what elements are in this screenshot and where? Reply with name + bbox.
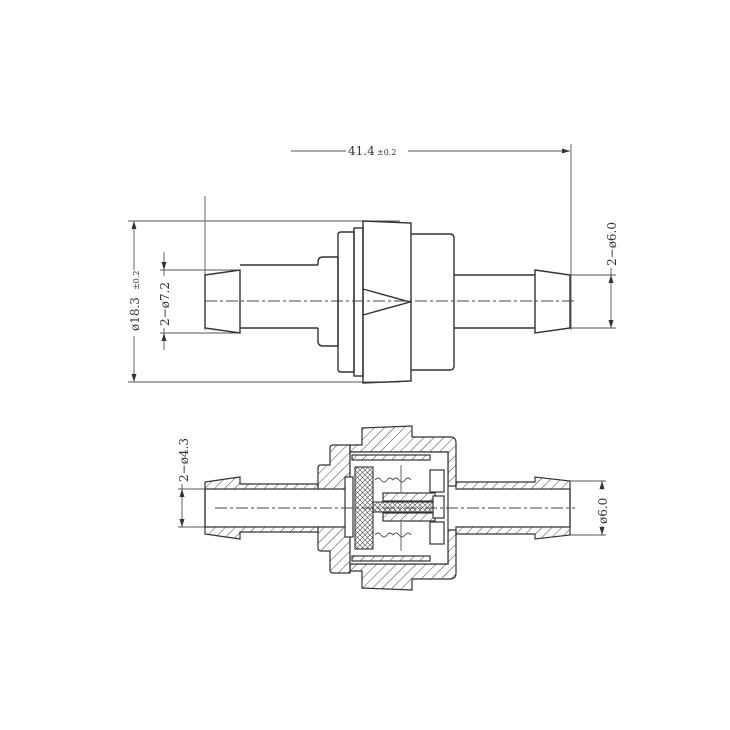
right-tube-wall-top [455, 476, 571, 490]
spring-top [374, 477, 412, 483]
outlet-port-top [429, 469, 445, 493]
outlet-port-bottom [429, 521, 445, 545]
left-tube-wall-bottom [204, 526, 319, 540]
body-diameter-value: ø18.3 [128, 297, 142, 331]
spring-guide-top [382, 492, 436, 502]
left-collar [337, 231, 355, 373]
left-hub-bottom [317, 526, 351, 574]
right-barb-label: 2−ø6.0 [605, 222, 619, 266]
left-tube [240, 264, 318, 329]
right-barb [534, 269, 571, 334]
dim-right-section: ø6.0 [570, 480, 610, 536]
collar-ring [353, 227, 364, 377]
seat-ring [344, 476, 354, 538]
dim-body-diameter: ø18.3 ±0.2 [127, 220, 400, 383]
valve-stem [372, 501, 437, 513]
spring-bottom [374, 532, 412, 538]
left-hub-top [317, 444, 351, 490]
flow-direction-arrow [362, 288, 413, 316]
overall-length-value: 41.4 [348, 144, 375, 158]
section-view: 2−ø4.3 ø6.0 [175, 425, 610, 591]
body-diameter-tolerance: ±0.2 [132, 271, 141, 290]
left-barb [204, 269, 241, 334]
bore-ends [204, 489, 571, 527]
right-body [411, 233, 455, 371]
right-tube-wall-bottom [455, 526, 571, 540]
housing-liner-top [351, 454, 431, 461]
spring-guide-bottom [382, 512, 436, 522]
nut-body [362, 220, 412, 384]
dim-left-barb: 2−ø7.2 [157, 196, 240, 350]
overall-length-tolerance: ±0.2 [377, 148, 396, 157]
top-view: 41.4 ±0.2 ø18.3 ±0.2 2−ø7.2 [127, 143, 619, 384]
dim-overall-length: 41.4 ±0.2 [291, 143, 572, 330]
housing-liner-bottom [351, 555, 431, 562]
right-tube [454, 274, 535, 329]
left-tube-wall-top [204, 476, 319, 490]
dim-right-barb: 2−ø6.0 [570, 214, 619, 329]
stem-guide [432, 495, 445, 519]
bore-diameter-label: 2−ø4.3 [177, 438, 191, 482]
right-section-label-text: ø6.0 [596, 498, 610, 524]
left-barb-label: 2−ø7.2 [158, 282, 172, 326]
